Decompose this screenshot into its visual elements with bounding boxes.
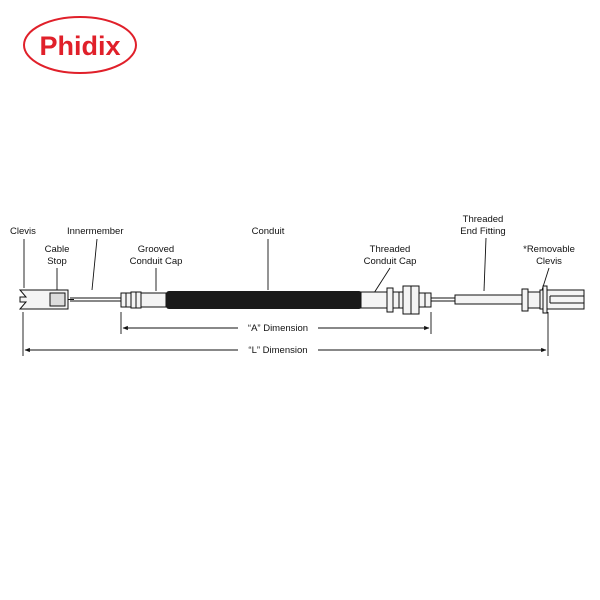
removable-clevis (539, 285, 585, 314)
cable-stop (49, 292, 66, 307)
label-cable-stop-line1: Cable (45, 244, 70, 255)
label-threaded-cap-line2: Conduit Cap (364, 256, 417, 267)
grooved-conduit-cap (120, 291, 167, 309)
a-dimension-label: “A” Dimension (248, 323, 308, 334)
label-cable-stop-line2: Stop (47, 256, 67, 267)
left-clevis (18, 289, 74, 310)
label-threaded-cap-line1: Threaded (370, 244, 411, 255)
part-labels: Clevis Cable Stop Innermember Grooved Co… (10, 214, 575, 267)
a-dimension (120, 312, 432, 334)
conduit-body (166, 291, 362, 309)
l-dimension (22, 312, 549, 356)
threaded-conduit-cap (360, 285, 432, 315)
innermember-wire (70, 297, 122, 302)
label-clevis: Clevis (10, 226, 36, 237)
label-removable-line1: *Removable (523, 244, 575, 255)
innermember-wire-right (431, 297, 456, 302)
logo-text: Phidix (39, 31, 120, 61)
label-threaded-end-line2: End Fitting (460, 226, 505, 237)
phidix-logo: Phidix (23, 16, 137, 74)
threaded-end-fitting (454, 288, 541, 312)
label-threaded-end-line1: Threaded (463, 214, 504, 225)
leader-lines (23, 237, 550, 294)
label-conduit: Conduit (252, 226, 285, 237)
l-dimension-label: “L” Dimension (248, 345, 307, 356)
label-grooved-line2: Conduit Cap (130, 256, 183, 267)
label-removable-line2: Clevis (536, 256, 562, 267)
label-innermember: Innermember (67, 226, 124, 237)
label-grooved-line1: Grooved (138, 244, 174, 255)
